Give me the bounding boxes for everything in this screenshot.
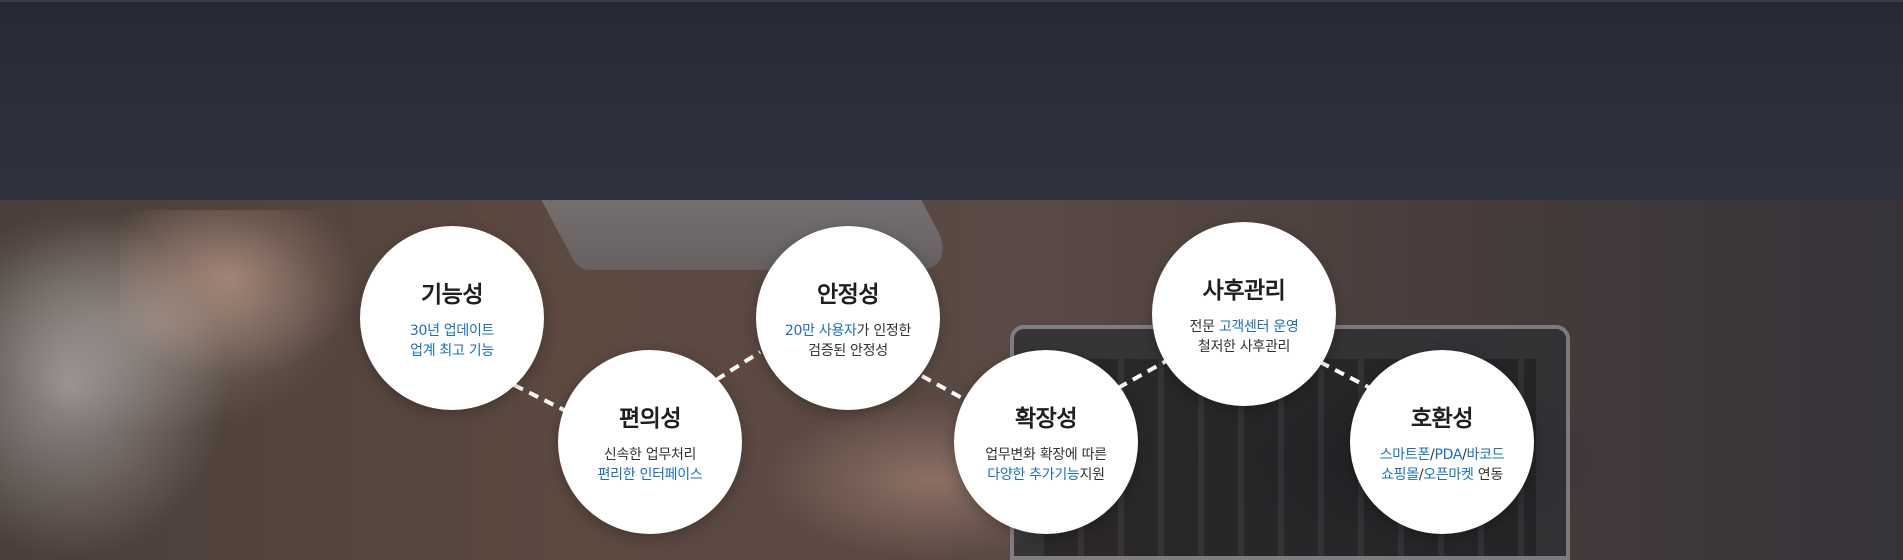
feature-circle-aftercare: 사후관리 전문 고객센터 운영 철저한 사후관리 bbox=[1152, 222, 1336, 406]
feature-title: 사후관리 bbox=[1202, 278, 1286, 304]
feature-desc-text: 30년 업데이트 bbox=[409, 323, 495, 339]
feature-title: 호환성 bbox=[1411, 406, 1473, 432]
feature-desc-text: 업계 최고 기능 bbox=[410, 343, 494, 359]
feature-circle-compatibility: 호환성 스마트폰/PDA/바코드 쇼핑몰/오픈마켓 연동 bbox=[1350, 350, 1534, 534]
feature-desc-line-1: 신속한 업무처리 bbox=[603, 445, 697, 465]
feature-desc-line-2: 검증된 안정성 bbox=[808, 341, 888, 361]
feature-desc-text: 고객센터 운영 bbox=[1218, 319, 1299, 335]
feature-desc-text: 쇼핑몰 bbox=[1381, 467, 1419, 483]
feature-desc-line-1: 업무변화 확장에 따른 bbox=[985, 445, 1107, 465]
feature-desc-text: 스마트폰 bbox=[1379, 447, 1431, 463]
feature-desc-text: 철저한 사후관리 bbox=[1197, 339, 1291, 355]
feature-desc-text: 전문 bbox=[1189, 319, 1219, 335]
feature-desc-text: 오픈마켓 bbox=[1423, 467, 1474, 483]
feature-title: 안정성 bbox=[817, 282, 879, 308]
feature-desc-text: 신속한 업무처리 bbox=[603, 447, 697, 463]
feature-title: 기능성 bbox=[421, 282, 483, 308]
feature-desc-text: 업무변화 확장에 따른 bbox=[985, 447, 1107, 463]
feature-desc-text: 지원 bbox=[1079, 467, 1105, 483]
feature-desc-text: / bbox=[1462, 447, 1467, 463]
feature-desc-text: 다양한 추가기능 bbox=[987, 467, 1080, 483]
feature-desc-text: / bbox=[1418, 467, 1424, 483]
feature-desc-line-2: 철저한 사후관리 bbox=[1197, 337, 1291, 357]
feature-desc-line-1: 20만 사용자가 인정한 bbox=[785, 321, 911, 341]
top-dark-band bbox=[0, 0, 1903, 200]
feature-circle-convenience: 편의성 신속한 업무처리 편리한 인터페이스 bbox=[558, 350, 742, 534]
feature-desc-text: 가 인정한 bbox=[856, 323, 912, 339]
feature-desc-line-2: 쇼핑몰/오픈마켓 연동 bbox=[1381, 465, 1503, 485]
feature-title: 확장성 bbox=[1015, 406, 1077, 432]
feature-desc-text: 연동 bbox=[1473, 467, 1503, 483]
feature-desc-text: 바코드 bbox=[1466, 447, 1505, 463]
feature-circle-scalability: 확장성 업무변화 확장에 따른 다양한 추가기능지원 bbox=[954, 350, 1138, 534]
feature-desc-line-2: 다양한 추가기능지원 bbox=[987, 465, 1105, 485]
feature-title: 편의성 bbox=[619, 406, 681, 432]
feature-circle-stability: 안정성 20만 사용자가 인정한 검증된 안정성 bbox=[756, 226, 940, 410]
feature-desc-line-1: 전문 고객센터 운영 bbox=[1190, 317, 1299, 337]
feature-desc-line-2: 편리한 인터페이스 bbox=[598, 465, 703, 485]
feature-desc-text: 검증된 안정성 bbox=[808, 343, 888, 359]
feature-desc-text: 편리한 인터페이스 bbox=[597, 467, 703, 483]
feature-desc-line-2: 업계 최고 기능 bbox=[410, 341, 494, 361]
feature-desc-text: PDA bbox=[1434, 447, 1463, 463]
background-photo bbox=[0, 200, 1903, 560]
feature-desc-line-1: 30년 업데이트 bbox=[409, 321, 495, 341]
feature-desc-text: / bbox=[1430, 447, 1435, 463]
feature-circle-functionality: 기능성 30년 업데이트 업계 최고 기능 bbox=[360, 226, 544, 410]
feature-desc-line-1: 스마트폰/PDA/바코드 bbox=[1380, 445, 1505, 465]
feature-desc-text: 20만 사용자 bbox=[784, 323, 857, 339]
